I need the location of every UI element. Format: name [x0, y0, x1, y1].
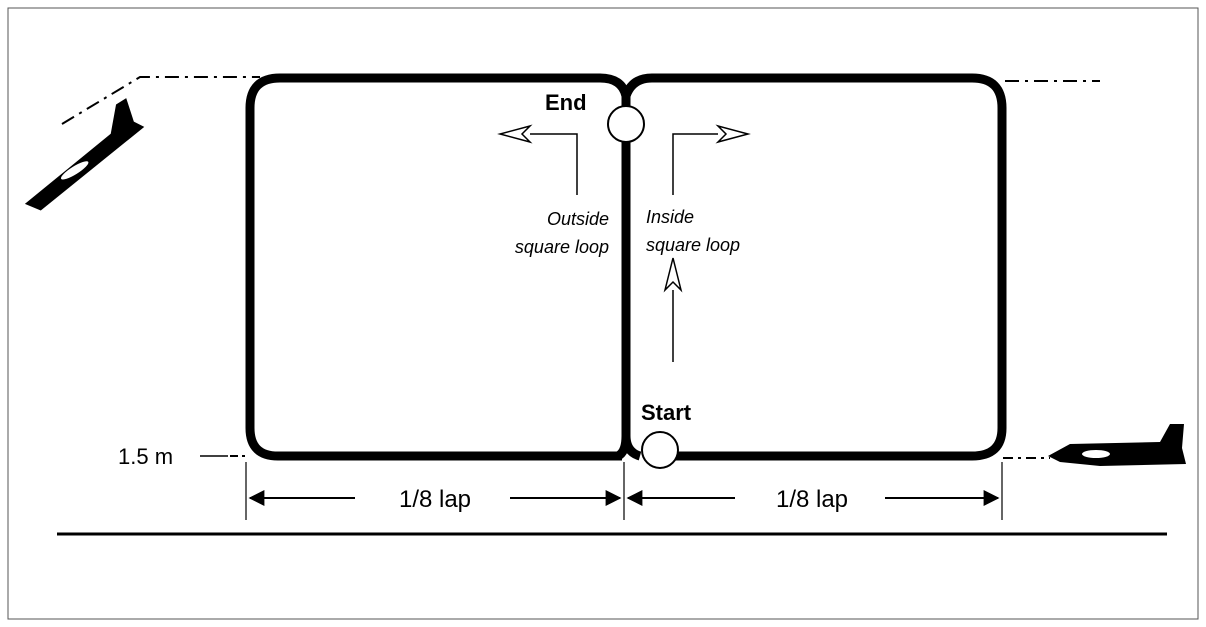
outside-label-line1: Outside: [547, 209, 609, 229]
end-label: End: [545, 90, 587, 115]
center-joint: [615, 435, 631, 461]
outside-square-loop-path: [245, 73, 631, 461]
entry-dashed-line: [61, 76, 260, 125]
center-vertical-line: [621, 96, 642, 461]
airplane-icon-right: [1048, 424, 1186, 466]
inside-direction-arrow-icon: [672, 124, 751, 195]
inside-label-line1: Inside: [646, 207, 694, 227]
start-label: Start: [641, 400, 692, 425]
outside-label-line2: square loop: [515, 237, 609, 257]
dimension-left-label: 1/8 lap: [399, 486, 471, 513]
dimension-right: [626, 462, 1003, 520]
airplane-icon-left: [24, 98, 145, 211]
dimension-right-label: 1/8 lap: [776, 486, 848, 513]
end-marker: [607, 105, 645, 143]
start-marker: [641, 431, 679, 469]
frame-border: [7, 7, 1199, 620]
outside-direction-arrow-icon: [497, 124, 578, 195]
inside-label-line2: square loop: [646, 235, 740, 255]
height-label: 1.5 m: [118, 444, 173, 469]
inside-square-loop-path: [621, 73, 1007, 461]
dimension-left: [245, 462, 625, 520]
climb-arrow-icon: [663, 257, 683, 362]
